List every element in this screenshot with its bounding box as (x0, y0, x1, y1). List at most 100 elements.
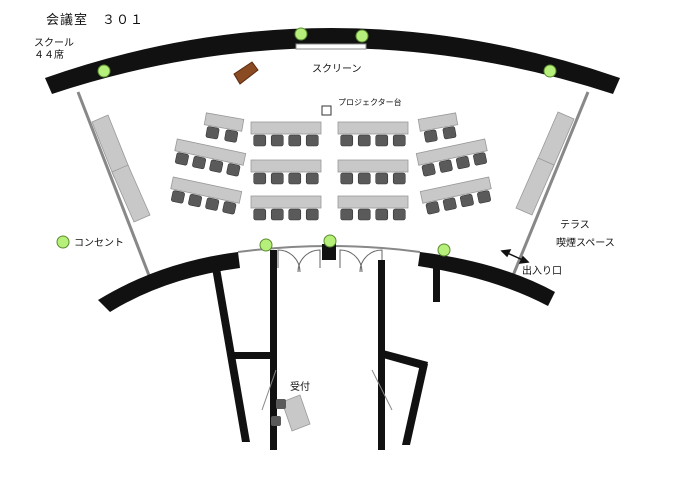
chair (171, 190, 185, 204)
desk (250, 121, 322, 135)
chair (270, 134, 284, 147)
chair (438, 159, 453, 173)
center-pillar (322, 244, 336, 260)
screen (295, 43, 367, 50)
desk-unit (203, 112, 245, 143)
chair (423, 129, 438, 143)
corridor-door-right[interactable] (371, 369, 393, 411)
green-circle-icon (56, 235, 70, 249)
chair (459, 193, 474, 208)
desk (174, 138, 247, 166)
chair (340, 172, 354, 185)
chair (305, 208, 319, 221)
chair (442, 126, 457, 140)
corridor-door-left[interactable] (261, 369, 277, 411)
entrance-label: 出入り口 (522, 264, 562, 277)
chair (392, 134, 406, 147)
chair (224, 129, 239, 143)
chair (288, 134, 302, 147)
desk-unit (417, 112, 459, 143)
chair (340, 208, 354, 221)
desk (337, 121, 409, 135)
chair (192, 155, 207, 170)
desk (337, 195, 409, 209)
chair (477, 190, 491, 204)
desk-unit (174, 138, 247, 177)
chair (305, 134, 319, 147)
left-corridor-walls (212, 250, 277, 450)
desk (203, 112, 245, 132)
green-circle-icon (259, 238, 273, 252)
chair (357, 134, 371, 147)
chair (253, 208, 267, 221)
desk (250, 159, 322, 173)
double-door-right[interactable] (339, 249, 383, 273)
side-tables-right (515, 111, 575, 216)
projector-stand (321, 105, 332, 116)
smoking-label: 喫煙スペース (556, 237, 615, 249)
chair (442, 197, 457, 211)
desk-unit (337, 121, 409, 147)
chair (175, 152, 189, 166)
chair (288, 208, 302, 221)
chair (222, 201, 237, 215)
chair (421, 163, 436, 177)
green-circle-icon (437, 243, 451, 257)
desk (415, 138, 488, 166)
chair (392, 172, 406, 185)
left-side-wall (76, 91, 152, 279)
chair (305, 172, 319, 185)
chair (205, 126, 220, 140)
green-circle-icon (323, 234, 337, 248)
terrace-label: テラス (560, 219, 590, 231)
chair (205, 197, 220, 211)
chair (392, 208, 406, 221)
chair (209, 159, 224, 173)
green-circle-icon (355, 29, 369, 43)
right-side-wall (510, 91, 590, 279)
chair (226, 163, 241, 177)
chair (455, 155, 470, 170)
chair (357, 172, 371, 185)
reception-desk (271, 394, 311, 432)
chair (270, 172, 284, 185)
double-door-left[interactable] (277, 249, 321, 273)
chair (288, 172, 302, 185)
chair (375, 134, 389, 147)
chair (340, 134, 354, 147)
desk (337, 159, 409, 173)
chair (375, 208, 389, 221)
projector-label: プロジェクター台 (338, 97, 402, 107)
outlets (56, 27, 557, 257)
podium (233, 61, 259, 85)
room-title: 会議室 ３０１ (46, 12, 144, 27)
chair (188, 193, 203, 208)
bottom-wall-right (418, 252, 555, 306)
desk-unit (419, 176, 492, 215)
desk-unit (250, 195, 322, 221)
chair (253, 172, 267, 185)
chair (253, 134, 267, 147)
chair (270, 208, 284, 221)
top-wall (45, 28, 620, 94)
desk (417, 112, 459, 132)
chair (375, 172, 389, 185)
desk-unit (250, 159, 322, 185)
desk-unit (337, 159, 409, 185)
green-circle-icon (97, 64, 111, 78)
green-circle-icon (543, 64, 557, 78)
chair (357, 208, 371, 221)
green-circle-icon (294, 27, 308, 41)
reception-label: 受付 (290, 380, 310, 393)
side-tables-left (91, 114, 151, 223)
chair (425, 201, 440, 215)
seat-count: ４４席 (34, 48, 64, 61)
double-arrow-icon (500, 249, 530, 264)
desk (170, 176, 243, 204)
layout-style: スクール (34, 37, 74, 49)
bottom-wall-left (98, 252, 240, 312)
chair (473, 152, 487, 166)
right-stub-wall (433, 262, 440, 302)
